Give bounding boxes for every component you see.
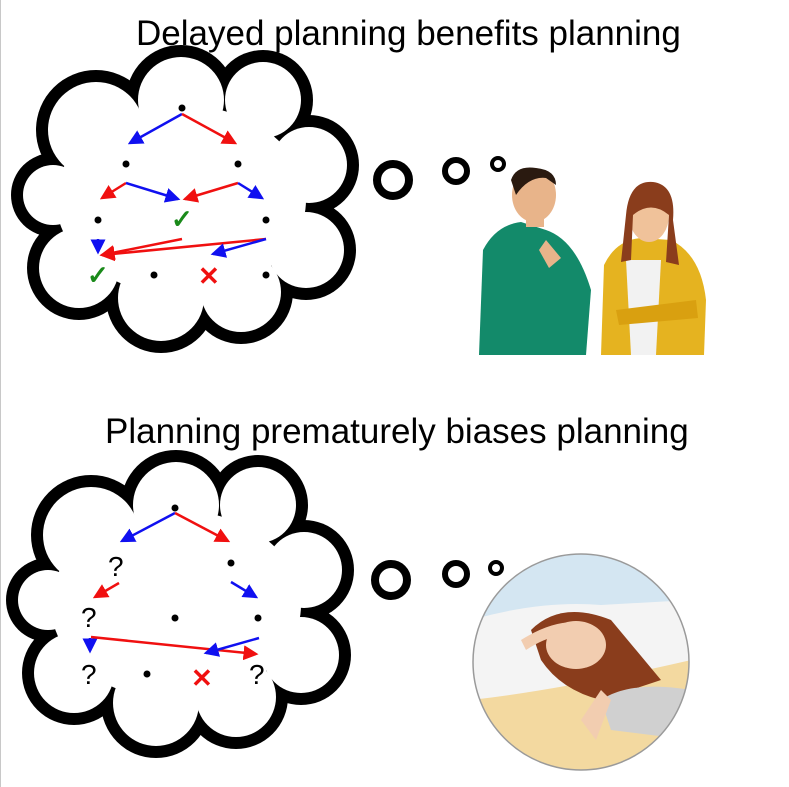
two-people-conversing-illustration xyxy=(479,167,706,355)
node xyxy=(94,216,102,224)
thought-bubbles-bottom xyxy=(371,560,504,600)
check-icon: ✓ xyxy=(87,260,109,290)
question-mark: ? xyxy=(249,659,265,690)
check-icon: ✓ xyxy=(171,204,193,234)
node xyxy=(178,104,186,112)
question-mark: ? xyxy=(81,602,97,633)
node xyxy=(122,160,130,168)
cross-icon: ✕ xyxy=(191,663,213,693)
node xyxy=(262,271,270,279)
title-premature-planning: Planning prematurely biases planning xyxy=(105,412,689,451)
planning-tree-bottom: ? ? ? ? ✕ xyxy=(81,504,265,693)
title-delayed-planning: Delayed planning benefits planning xyxy=(136,14,681,53)
tired-woman-in-bed-illustration xyxy=(472,553,690,771)
question-mark: ? xyxy=(81,659,97,690)
node xyxy=(262,216,270,224)
node xyxy=(234,160,242,168)
thought-bubbles-top xyxy=(373,156,506,200)
cross-icon: ✕ xyxy=(198,261,220,291)
thought-cloud-bottom xyxy=(6,450,354,758)
question-mark: ? xyxy=(108,551,124,582)
planning-tree-top: ✓ ✓ ✕ xyxy=(87,104,270,291)
node xyxy=(150,271,158,279)
